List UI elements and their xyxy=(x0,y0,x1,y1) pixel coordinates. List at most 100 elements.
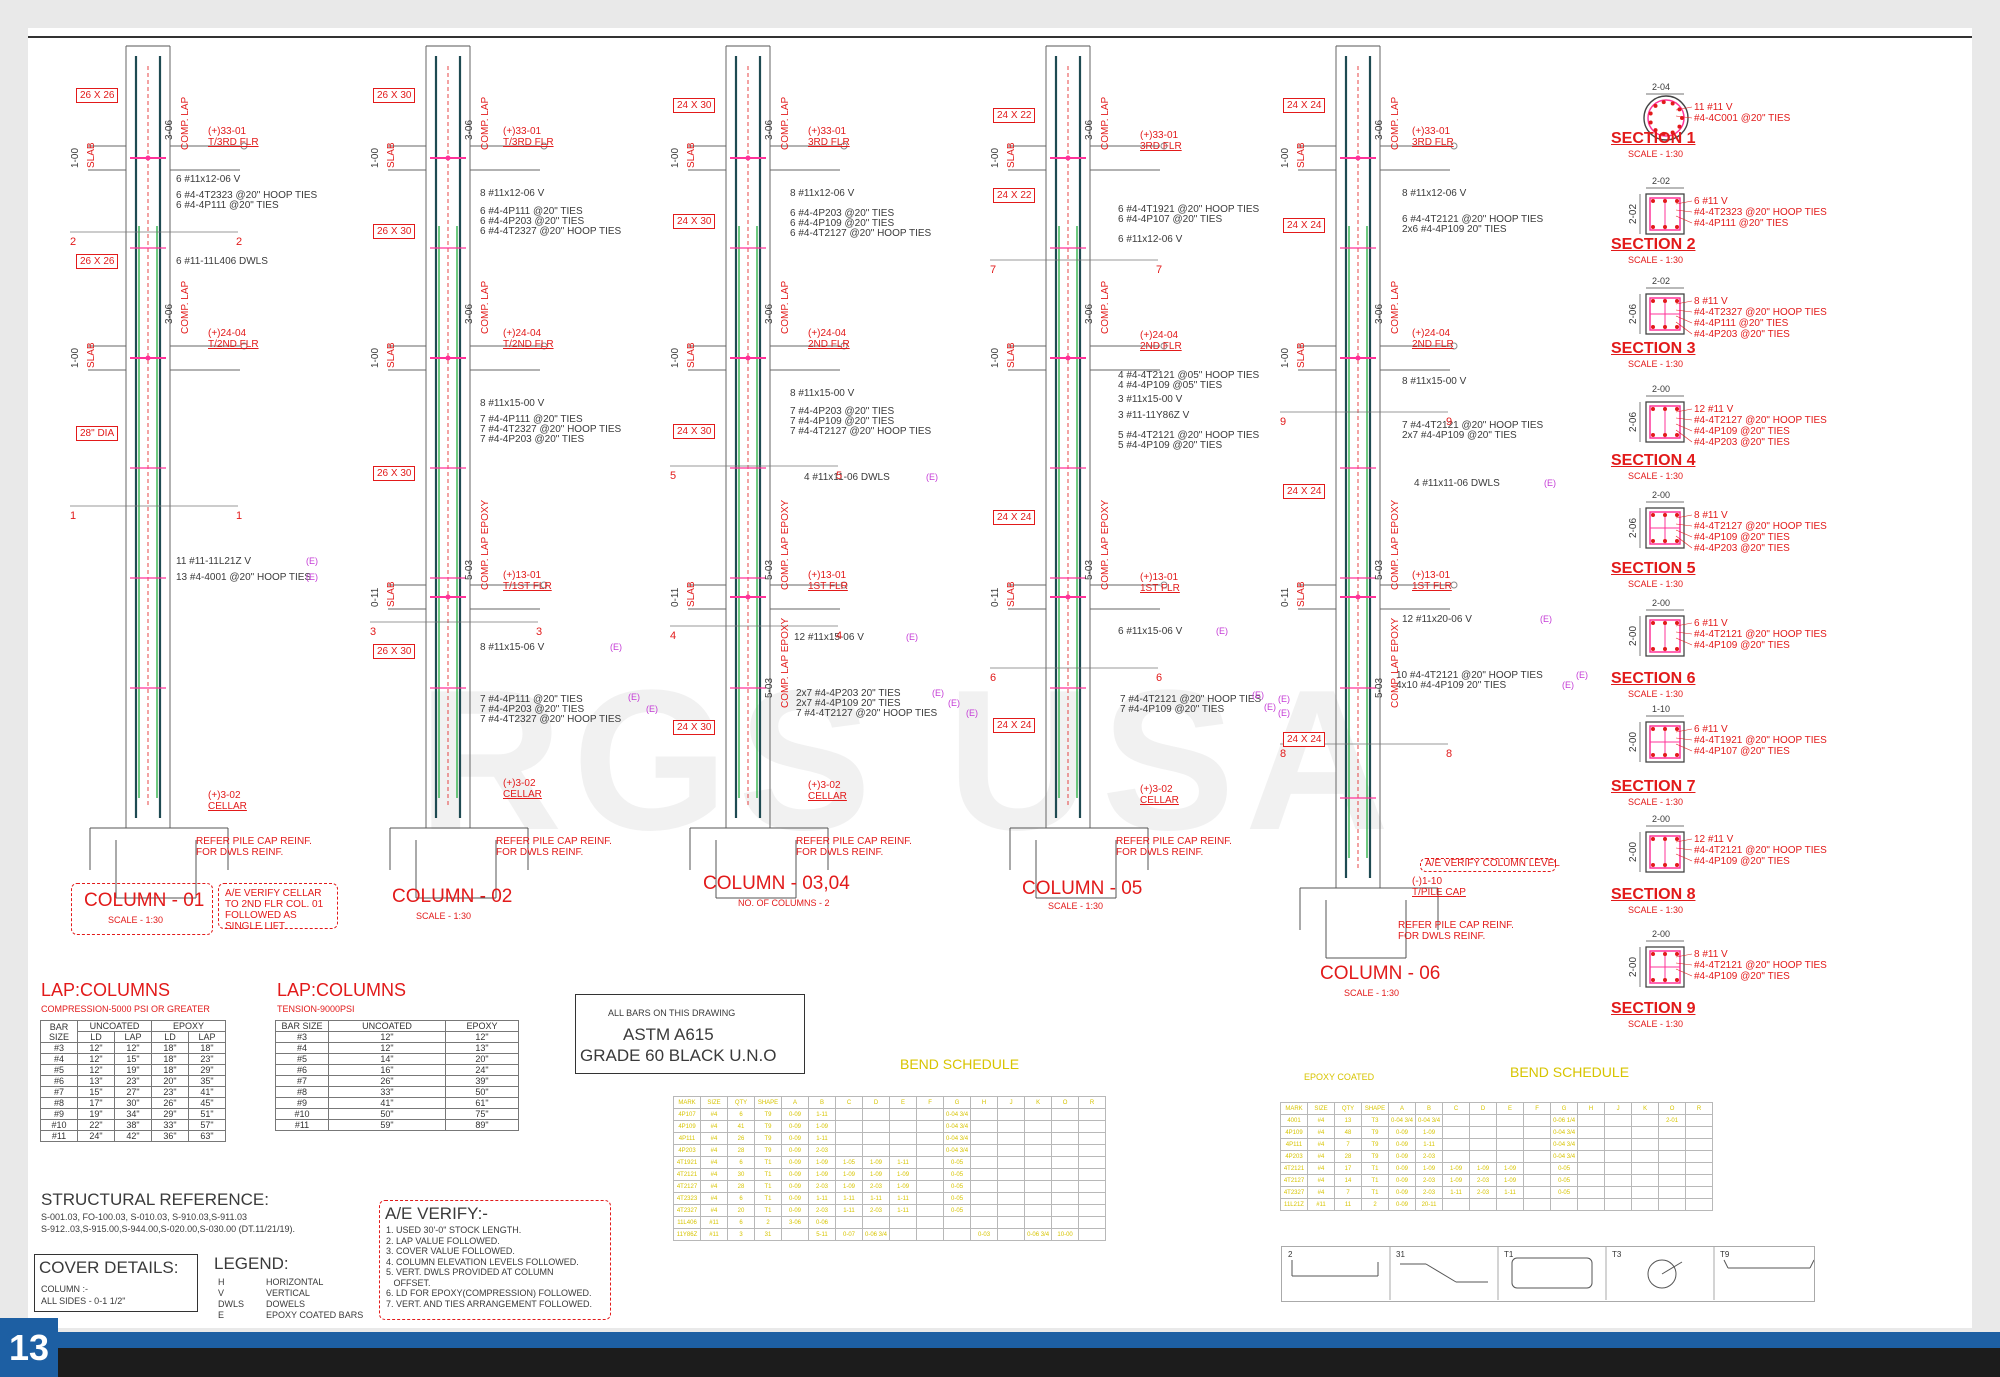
bend-cell xyxy=(916,1144,945,1157)
bend-cell xyxy=(835,1132,863,1145)
rebar-callout-2-4: 8 #11x15-00 V xyxy=(790,388,855,399)
bend-cell: 4001 xyxy=(1280,1114,1308,1127)
rebar-callout-3-0: 6 #4-4T1921 @20" HOOP TIES xyxy=(1118,204,1260,215)
section-bar xyxy=(1663,647,1667,651)
section-bar xyxy=(1663,407,1667,411)
slab-dim-1-2: 0-11 xyxy=(370,587,381,607)
section-3-note-2: #4-4P111 @20" TIES xyxy=(1694,318,1789,329)
leader-line xyxy=(1675,115,1693,119)
slab-dim-3-2: 0-11 xyxy=(990,587,1001,607)
rebar-callout-3-6: 3 #11-11Y86Z V xyxy=(1118,410,1190,421)
bend-cell: T9 xyxy=(754,1144,782,1157)
slab-label-3-0: SLAB xyxy=(1006,142,1017,168)
rebar-callout-1-0: 8 #11x12-06 V xyxy=(480,188,545,199)
rebar-callout-3-5: 3 #11x15-00 V xyxy=(1118,394,1183,405)
bend-cell xyxy=(1631,1162,1660,1175)
level-name-3-3: CELLAR xyxy=(1140,795,1179,806)
bend-header: A xyxy=(1387,1102,1417,1115)
table-cell: #7 xyxy=(40,1086,78,1098)
lap-dim-4-5: 5-03 xyxy=(1374,559,1385,580)
slab-dim-1-0: 1-00 xyxy=(370,147,381,168)
table-cell: 29" xyxy=(151,1108,189,1120)
watermark-logo: RGS USA xyxy=(418,649,1400,872)
legend-key: H xyxy=(218,1277,225,1287)
rebar-callout-0-2: 6 #4-4P111 @20" TIES xyxy=(176,200,279,211)
bend-cell xyxy=(970,1168,999,1181)
bend-cell: 48 xyxy=(1334,1126,1362,1139)
epoxy-mark-14: (E) xyxy=(1264,702,1276,712)
section-2-scale: SCALE - 1:30 xyxy=(1628,255,1684,265)
section-2-height: 2-02 xyxy=(1628,203,1639,224)
bend-cell xyxy=(1631,1150,1660,1163)
table-cell: 12" xyxy=(114,1042,152,1054)
bend-cell xyxy=(1078,1120,1107,1133)
bend-cell: 1-09 xyxy=(1442,1162,1471,1175)
bend-cell: 1-09 xyxy=(1442,1174,1471,1187)
bend-cell: 20-11 xyxy=(1415,1198,1444,1211)
column-01-title: COLUMN - 01 xyxy=(84,890,205,911)
section-7-note-2: #4-4P107 @20" TIES xyxy=(1694,746,1790,757)
bend-cell: #4 xyxy=(1307,1174,1335,1187)
section-3-width: 2-02 xyxy=(1652,276,1671,286)
epoxy-mark-16: (E) xyxy=(1540,614,1552,624)
section-bar xyxy=(1651,225,1655,229)
lap-tension-subtitle: TENSION-9000PSI xyxy=(277,1004,355,1014)
section-bar xyxy=(1653,128,1658,133)
table-cell: 41" xyxy=(328,1097,446,1109)
bend-cell xyxy=(1577,1162,1606,1175)
rebar-callout-2-8: 4 #11x11-06 DWLS xyxy=(804,472,890,483)
section-4-width: 2-00 xyxy=(1652,384,1671,394)
rebar-callout-1-10: 7 #4-4P203 @20" TIES xyxy=(480,704,585,715)
tie-node xyxy=(1355,155,1361,161)
table-cell: 18" xyxy=(151,1064,189,1076)
bend-cell xyxy=(997,1228,1026,1241)
bend-cell xyxy=(1523,1198,1552,1211)
section-outline xyxy=(1645,946,1685,988)
bend-cell xyxy=(916,1120,945,1133)
bend-cell xyxy=(1631,1114,1660,1127)
slab-dim-2-1: 1-00 xyxy=(670,347,681,368)
bend-cell xyxy=(835,1144,863,1157)
bend-header: F xyxy=(1523,1102,1552,1115)
bend-cell: 0-09 xyxy=(1387,1186,1417,1199)
shape-code: T1 xyxy=(1504,1250,1514,1259)
bend-cell xyxy=(1024,1168,1053,1181)
table-cell: 18" xyxy=(188,1042,226,1054)
bend-cell xyxy=(1685,1162,1714,1175)
section-bar xyxy=(1651,837,1655,841)
level-marker xyxy=(240,142,248,150)
bend-cell xyxy=(970,1132,999,1145)
bend-cell: 0-09 xyxy=(781,1168,809,1181)
level-name-4-0: 3RD FLR xyxy=(1412,137,1454,148)
section-outline xyxy=(1645,507,1685,549)
bend-cell: 6 xyxy=(727,1156,755,1169)
table-header: UNCOATED xyxy=(77,1020,152,1032)
table-cell: 12" xyxy=(328,1042,446,1054)
section-9-note-1: #4-4T2121 @20" HOOP TIES xyxy=(1694,960,1827,971)
cover-details-title: COVER DETAILS: xyxy=(39,1258,179,1277)
legend-value: DOWELS xyxy=(266,1299,306,1309)
level-marker xyxy=(840,581,848,589)
table-cell: 59" xyxy=(328,1119,446,1131)
bend-schedule-2-subtitle: EPOXY COATED xyxy=(1304,1072,1375,1082)
level-name-3-0: 3RD FLR xyxy=(1140,141,1182,152)
bend-cell: 7 xyxy=(1334,1138,1362,1151)
bend-cell: #4 xyxy=(700,1132,728,1145)
bend-cell: 2-03 xyxy=(1469,1186,1498,1199)
section-7-width: 1-10 xyxy=(1652,704,1671,714)
column-size-tag-1-2: 26 X 30 xyxy=(373,466,416,481)
bend-cell: 1-09 xyxy=(1415,1126,1444,1139)
tie-node xyxy=(1355,594,1361,600)
bend-cell: 4T2327 xyxy=(673,1204,701,1217)
pile-cap-note-3: REFER PILE CAP REINF. FOR DWLS REINF. xyxy=(1116,836,1232,858)
bend-cell: 4T2323 xyxy=(673,1192,701,1205)
bend-header: G xyxy=(943,1096,972,1109)
column-size-tag-4-0: 24 X 24 xyxy=(1283,98,1326,113)
table-cell: #4 xyxy=(40,1053,78,1065)
bend-cell xyxy=(916,1228,945,1241)
bend-cell xyxy=(1051,1216,1080,1229)
